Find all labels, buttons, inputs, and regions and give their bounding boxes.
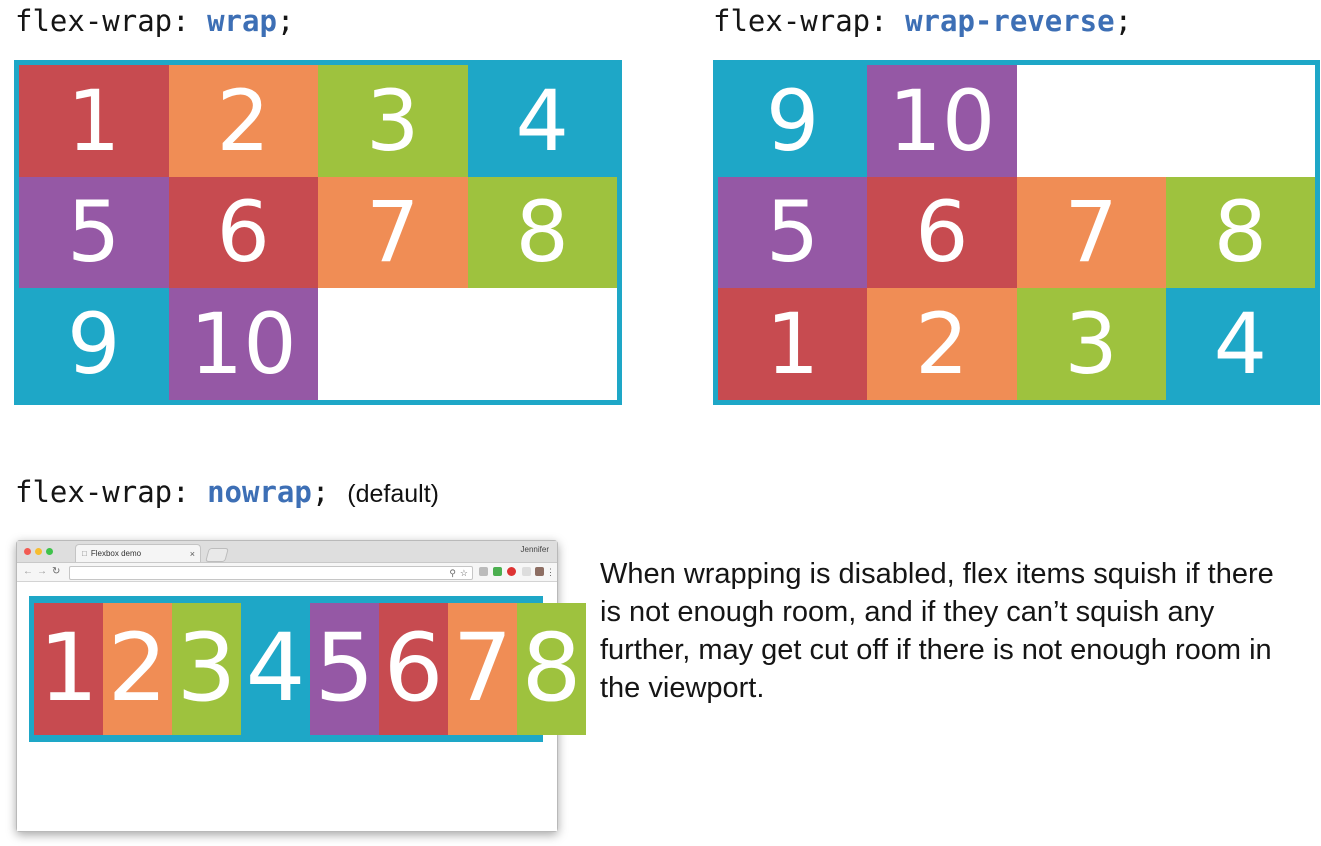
flex-item-9: 9 — [19, 288, 169, 400]
flex-item-2: 2 — [867, 288, 1017, 400]
flex-item-5: 5 — [19, 176, 169, 289]
wrap-heading-semicolon: ; — [276, 4, 295, 38]
wrap-reverse-heading-prop: flex-wrap: — [713, 4, 906, 38]
extension-icon[interactable] — [479, 567, 488, 576]
flex-item-7: 7 — [448, 603, 517, 735]
nowrap-heading-value: nowrap — [207, 475, 312, 509]
extension-icon[interactable] — [535, 567, 544, 576]
empty-space — [1166, 65, 1315, 177]
zoom-icon[interactable]: ⚲ — [449, 568, 456, 578]
flex-item-1: 1 — [718, 288, 868, 400]
forward-arrow-icon[interactable]: → — [37, 566, 47, 577]
flex-item-2: 2 — [168, 65, 318, 177]
flex-item-4: 4 — [241, 603, 310, 735]
minimize-window-button[interactable] — [35, 548, 42, 555]
flex-item-7: 7 — [1016, 176, 1166, 289]
reload-icon[interactable]: ↻ — [52, 566, 61, 577]
page-icon: □ — [82, 549, 87, 558]
flex-item-5: 5 — [718, 176, 868, 289]
wrap-reverse-heading-semicolon: ; — [1114, 4, 1133, 38]
address-bar[interactable]: ⚲ ☆ — [69, 566, 473, 580]
flex-item-10: 10 — [168, 288, 318, 400]
extension-icon[interactable] — [522, 567, 531, 576]
nowrap-heading-prop: flex-wrap: — [15, 475, 208, 509]
flex-item-4: 4 — [467, 65, 617, 177]
nowrap-heading: flex-wrap: nowrap; (default) — [15, 475, 439, 511]
extension-icon[interactable] — [493, 567, 502, 576]
wrap-reverse-heading: flex-wrap: wrap-reverse; — [713, 4, 1132, 38]
browser-tab[interactable]: □Flexbox demo × — [75, 544, 201, 562]
wrap-heading-value: wrap — [207, 4, 277, 38]
flex-item-3: 3 — [1016, 288, 1166, 400]
flex-item-1: 1 — [34, 603, 103, 735]
close-window-button[interactable] — [24, 548, 31, 555]
flex-item-7: 7 — [318, 176, 468, 289]
flex-item-3: 3 — [318, 65, 468, 177]
flex-item-8: 8 — [517, 603, 586, 735]
wrap-reverse-heading-value: wrap-reverse — [905, 4, 1115, 38]
new-tab-button[interactable] — [205, 548, 229, 562]
menu-icon[interactable]: ⋮ — [546, 567, 555, 577]
nowrap-description: When wrapping is disabled, flex items sq… — [600, 558, 1274, 704]
browser-user-name[interactable]: Jennifer — [520, 545, 549, 554]
browser-titlebar: □Flexbox demo × Jennifer — [17, 541, 557, 563]
flex-item-8: 8 — [1165, 176, 1315, 289]
empty-space — [1017, 65, 1166, 177]
flex-item-2: 2 — [103, 603, 172, 735]
back-arrow-icon[interactable]: ← — [23, 566, 33, 577]
browser-toolbar: ← → ↻ ⚲ ☆ ⋮ — [17, 563, 557, 582]
flex-item-9: 9 — [718, 65, 868, 177]
flex-item-8: 8 — [467, 176, 617, 289]
flex-item-6: 6 — [867, 176, 1017, 289]
wrap-heading-prop: flex-wrap: — [15, 4, 208, 38]
flex-item-4: 4 — [1165, 288, 1315, 400]
bookmark-star-icon[interactable]: ☆ — [459, 568, 468, 578]
maximize-window-button[interactable] — [46, 548, 53, 555]
flex-item-5: 5 — [310, 603, 379, 735]
flex-item-1: 1 — [19, 65, 169, 177]
flex-item-3: 3 — [172, 603, 241, 735]
flex-item-6: 6 — [379, 603, 448, 735]
extension-icon[interactable] — [507, 567, 516, 576]
flex-item-10: 10 — [867, 65, 1017, 177]
wrap-heading: flex-wrap: wrap; — [15, 4, 294, 38]
nowrap-default-note: (default) — [347, 480, 440, 508]
nowrap-heading-semicolon: ; — [311, 475, 330, 509]
tab-close-icon[interactable]: × — [189, 549, 195, 559]
flex-item-6: 6 — [168, 176, 318, 289]
browser-tab-title: Flexbox demo — [90, 549, 142, 558]
